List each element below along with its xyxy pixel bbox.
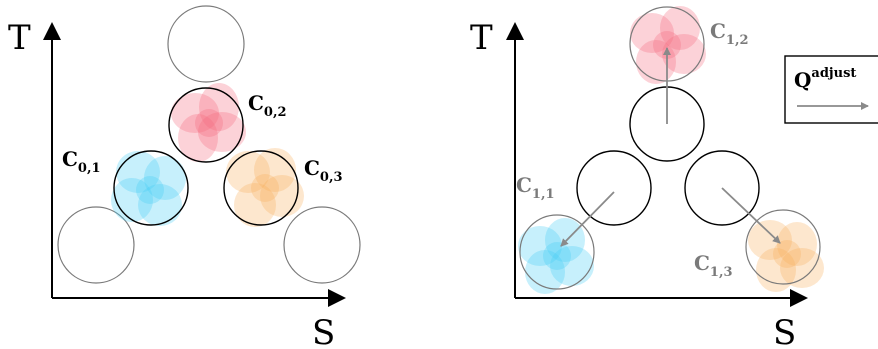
- prev-circle-c03: [684, 150, 760, 226]
- cluster-c13-samples: [748, 220, 824, 292]
- legend-frame: [784, 55, 878, 124]
- right-y-axis-arrowhead: [506, 22, 524, 40]
- adjust-arrow-c01-to-c11: [560, 191, 615, 247]
- left-bottom-left-empty-circle: [57, 206, 135, 284]
- right-x-axis-arrowhead: [790, 289, 808, 307]
- cluster-c11-samples: [518, 218, 594, 294]
- legend-label: Qadjust: [794, 66, 856, 92]
- circle-c03: [223, 150, 299, 226]
- label-c02: C0,2: [248, 91, 287, 120]
- circle-c11: [519, 214, 595, 290]
- left-top-empty-circle: [167, 5, 245, 83]
- label-c13: C1,3: [694, 251, 733, 280]
- label-c11: C1,1: [516, 173, 555, 202]
- prev-circle-c01: [576, 150, 652, 226]
- left-y-axis-label: T: [8, 18, 31, 58]
- right-y-axis-label: T: [470, 18, 493, 58]
- right-x-axis-label: S: [773, 313, 796, 349]
- circle-c02: [168, 87, 244, 163]
- right-panel: T S: [470, 6, 878, 349]
- circle-c01: [113, 150, 189, 226]
- cluster-c02-samples: [171, 83, 246, 162]
- left-y-axis-arrowhead: [43, 22, 61, 40]
- label-c01: C0,1: [62, 147, 101, 176]
- label-c12: C1,2: [710, 19, 749, 48]
- left-bottom-right-empty-circle: [283, 206, 361, 284]
- adjust-arrow-c03-to-c13: [721, 187, 781, 244]
- label-c03: C0,3: [304, 156, 343, 185]
- circle-c13: [745, 209, 821, 285]
- legend-box: Qadjust: [784, 55, 878, 124]
- left-x-axis-label: S: [312, 313, 335, 349]
- cluster-c01-samples: [111, 151, 186, 226]
- left-panel: T S: [8, 5, 361, 349]
- left-x-axis-arrowhead: [328, 289, 346, 307]
